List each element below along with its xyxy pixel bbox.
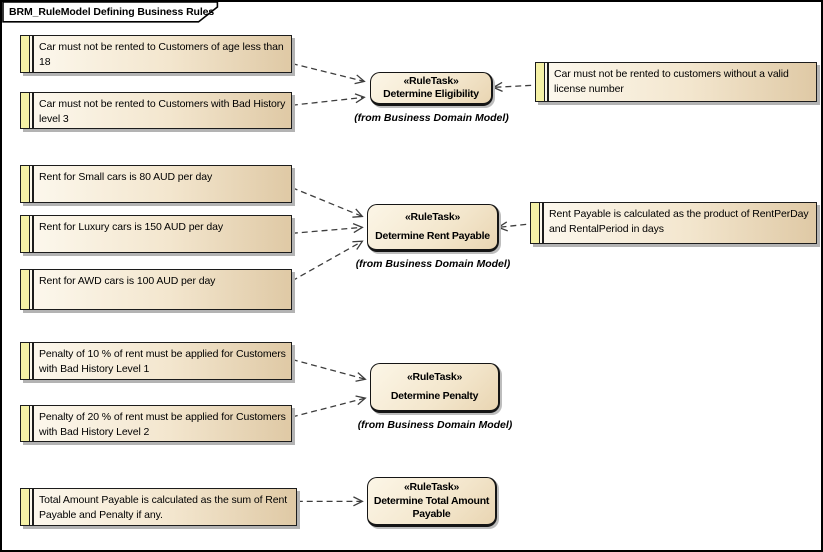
- note-strip-icon: [21, 36, 30, 72]
- note-strip-divider: [542, 203, 544, 243]
- business-rule-note[interactable]: Rent Payable is calculated as the produc…: [530, 202, 817, 244]
- business-rule-note[interactable]: Total Amount Payable is calculated as th…: [20, 488, 297, 526]
- business-rule-note[interactable]: Car must not be rented to Customers of a…: [20, 35, 292, 73]
- from-package-label: (from Business Domain Model): [354, 112, 509, 124]
- dependency-connector[interactable]: [496, 221, 527, 232]
- note-strip-divider: [32, 270, 34, 309]
- note-text: Car must not be rented to Customers of a…: [39, 41, 284, 68]
- stereotype-label: «RuleTask»: [403, 74, 459, 87]
- note-strip-icon: [21, 166, 30, 202]
- note-text: Rent for Luxury cars is 150 AUD per day: [39, 221, 224, 233]
- stereotype-label: «RuleTask»: [406, 371, 463, 383]
- ruletask-node[interactable]: «RuleTask» Determine Rent Payable: [367, 204, 499, 252]
- note-strip-icon: [21, 93, 30, 128]
- note-strip-divider: [32, 93, 34, 128]
- note-text: Car must not be rented to Customers with…: [39, 98, 286, 125]
- business-rule-note[interactable]: Rent for Luxury cars is 150 AUD per day: [20, 215, 292, 253]
- task-name: Determine Eligibility: [383, 88, 479, 101]
- frame-tab-shape: [2, 2, 219, 23]
- stereotype-label: «RuleTask»: [404, 211, 461, 224]
- stereotype-label: «RuleTask»: [403, 480, 460, 493]
- dependency-connector[interactable]: [291, 240, 364, 282]
- note-strip-divider: [32, 216, 34, 252]
- note-strip-divider: [32, 406, 34, 441]
- note-text: Rent for AWD cars is 100 AUD per day: [39, 275, 216, 287]
- note-strip-icon: [21, 216, 30, 252]
- business-rule-note[interactable]: Rent for Small cars is 80 AUD per day: [20, 165, 292, 203]
- note-text: Penalty of 20 % of rent must be applied …: [39, 411, 286, 438]
- dependency-connector[interactable]: [291, 187, 364, 218]
- business-rule-note[interactable]: Car must not be rented to Customers with…: [20, 92, 292, 129]
- business-rule-note[interactable]: Penalty of 20 % of rent must be applied …: [20, 405, 292, 442]
- ruletask-node[interactable]: «RuleTask» Determine Penalty: [370, 363, 500, 413]
- business-rule-note[interactable]: Penalty of 10 % of rent must be applied …: [20, 342, 292, 380]
- note-strip-divider: [32, 36, 34, 72]
- dependency-connector[interactable]: [291, 62, 366, 85]
- note-strip-icon: [531, 203, 540, 243]
- note-text: Penalty of 10 % of rent must be applied …: [39, 348, 286, 375]
- ruletask-node[interactable]: «RuleTask» Determine Total Amount Payable: [367, 477, 497, 527]
- note-strip-divider: [547, 63, 549, 101]
- note-text: Total Amount Payable is calculated as th…: [39, 494, 288, 521]
- note-strip-divider: [32, 489, 34, 525]
- from-package-label: (from Business Domain Model): [355, 258, 511, 270]
- ruletask-node[interactable]: «RuleTask»Determine Eligibility: [370, 72, 493, 106]
- note-strip-divider: [32, 166, 34, 202]
- dependency-connector[interactable]: [291, 93, 366, 106]
- note-strip-icon: [536, 63, 545, 101]
- diagram-title: BRM_RuleModel Defining Business Rules: [9, 6, 215, 18]
- note-strip-icon: [21, 270, 30, 309]
- task-name: Determine Penalty: [390, 390, 479, 402]
- note-text: Rent for Small cars is 80 AUD per day: [39, 171, 213, 183]
- from-package-label: (from Business Domain Model): [357, 419, 513, 431]
- dependency-connector[interactable]: [291, 358, 367, 382]
- note-strip-icon: [21, 406, 30, 441]
- business-rule-note[interactable]: Car must not be rented to customers with…: [535, 62, 817, 102]
- note-text: Rent Payable is calculated as the produc…: [549, 208, 809, 235]
- dependency-connector[interactable]: [491, 81, 532, 92]
- note-strip-icon: [21, 343, 30, 379]
- note-strip-divider: [32, 343, 34, 379]
- dependency-connector[interactable]: [291, 223, 364, 234]
- note-text: Car must not be rented to customers with…: [554, 68, 789, 95]
- business-rule-note[interactable]: Rent for AWD cars is 100 AUD per day: [20, 269, 292, 310]
- dependency-connector[interactable]: [291, 395, 367, 418]
- task-name: Determine Total Amount Payable: [373, 495, 490, 521]
- note-strip-icon: [21, 489, 30, 525]
- task-name: Determine Rent Payable: [375, 229, 490, 242]
